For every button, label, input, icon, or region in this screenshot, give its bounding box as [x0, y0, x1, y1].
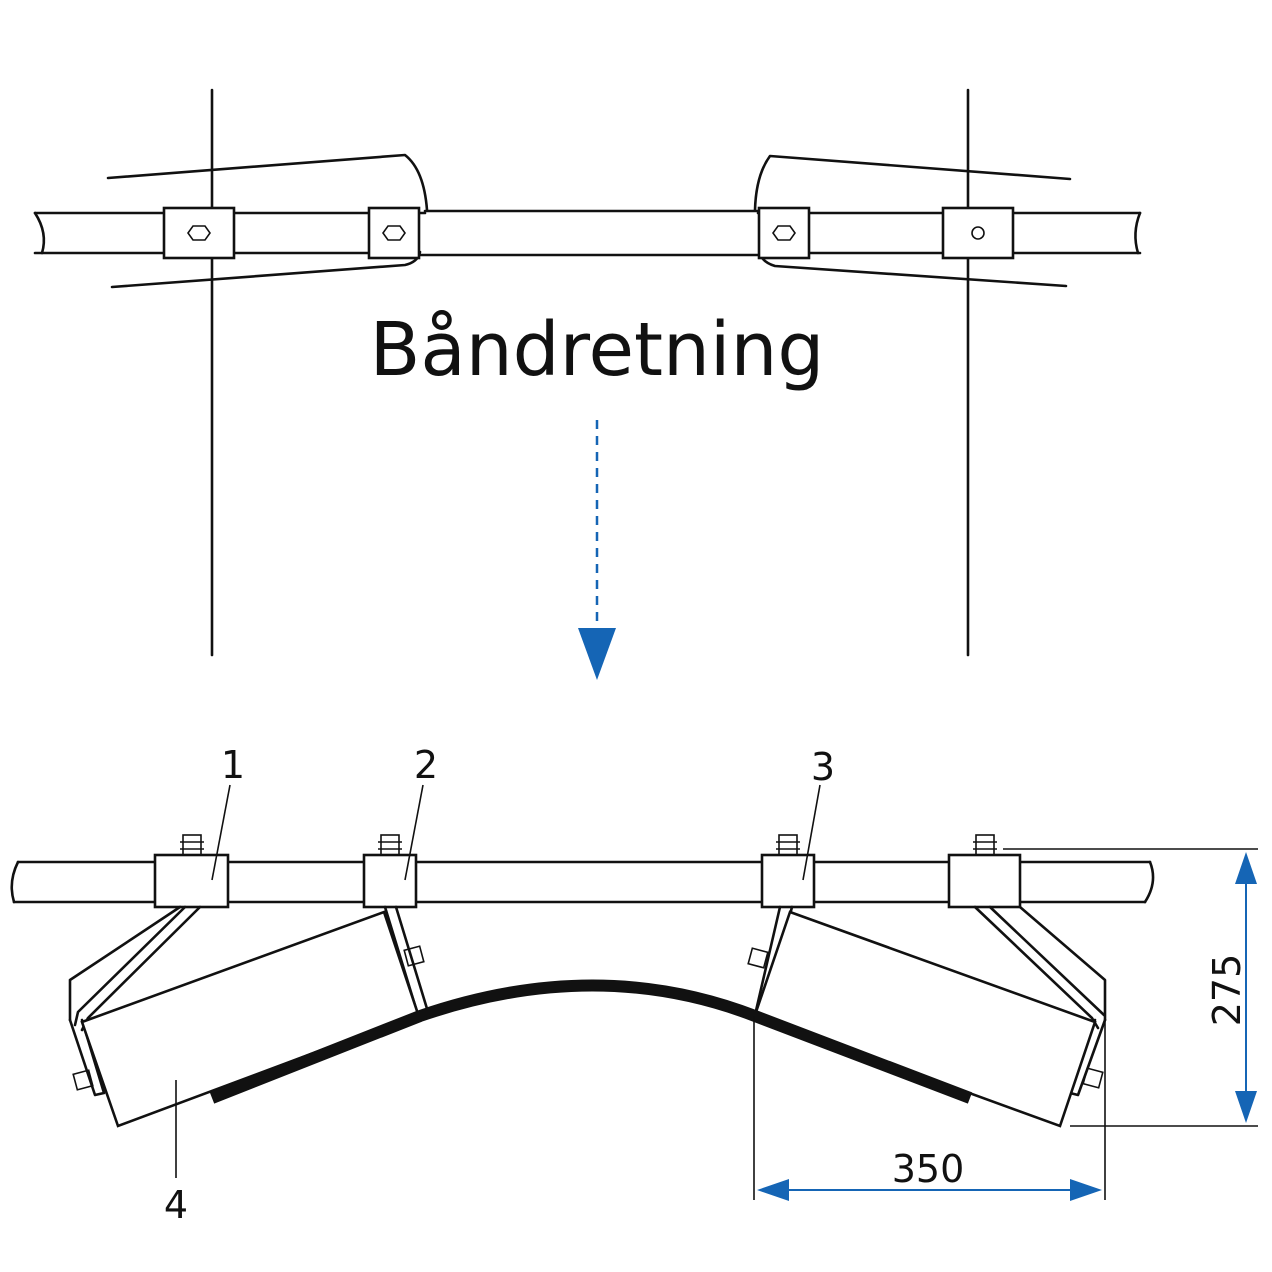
arrow-left-icon — [757, 1179, 789, 1201]
bolt-icon — [975, 834, 995, 856]
side-view: 1 2 3 4 275 350 — [10, 743, 1258, 1227]
flap-left-top — [106, 153, 429, 212]
bracket-right-strut — [1018, 905, 1107, 1022]
clamp-side-4 — [947, 834, 1022, 909]
direction-arrow-icon — [578, 628, 616, 680]
arrow-right-icon — [1070, 1179, 1102, 1201]
bolt-icon — [182, 834, 202, 856]
clamp-top-1 — [162, 206, 236, 260]
arrow-up-icon — [1235, 852, 1257, 884]
tube-break-right — [1134, 211, 1142, 255]
callout-leader-3 — [802, 784, 821, 881]
bracket-left-strut — [68, 905, 182, 1022]
bolt-icon — [380, 834, 400, 856]
callout-3: 3 — [811, 745, 835, 789]
bracket-right-outer — [973, 905, 1106, 1030]
top-view — [33, 88, 1142, 657]
roller-housing-right — [753, 910, 1097, 1128]
callout-2: 2 — [414, 743, 438, 787]
clamp-side-1 — [153, 834, 230, 909]
bolt-icon — [403, 945, 425, 967]
callout-1: 1 — [221, 743, 245, 787]
tube-break-left — [33, 211, 46, 255]
clamp-top-2 — [367, 206, 421, 260]
roller-housing-left — [80, 910, 420, 1128]
conveyor-belt — [209, 979, 973, 1104]
clamp-side-2 — [362, 834, 418, 909]
nut-icon — [971, 226, 985, 240]
clamp-top-4 — [941, 206, 1015, 260]
clamp-side-3 — [760, 834, 816, 909]
direction-label: Båndretning — [370, 307, 825, 393]
flap-right-top — [753, 154, 1072, 212]
arrow-down-icon — [1235, 1091, 1257, 1123]
clamp-top-3 — [757, 206, 811, 260]
bolt-icon — [778, 834, 798, 856]
callout-4: 4 — [164, 1183, 188, 1227]
hex-nut-icon — [772, 225, 796, 241]
tube-middle — [408, 209, 772, 257]
tube-break-right — [1143, 860, 1155, 904]
bolt-icon — [72, 1069, 94, 1091]
hex-nut-icon — [382, 225, 406, 241]
width-dimension-label: 350 — [892, 1147, 965, 1191]
callout-leader-2 — [404, 784, 424, 881]
bolt-icon — [747, 947, 769, 969]
height-dimension-label: 275 — [1205, 954, 1249, 1027]
tube-break-left — [10, 860, 20, 904]
callout-leader-1 — [211, 784, 231, 881]
hex-nut-icon — [187, 225, 211, 241]
